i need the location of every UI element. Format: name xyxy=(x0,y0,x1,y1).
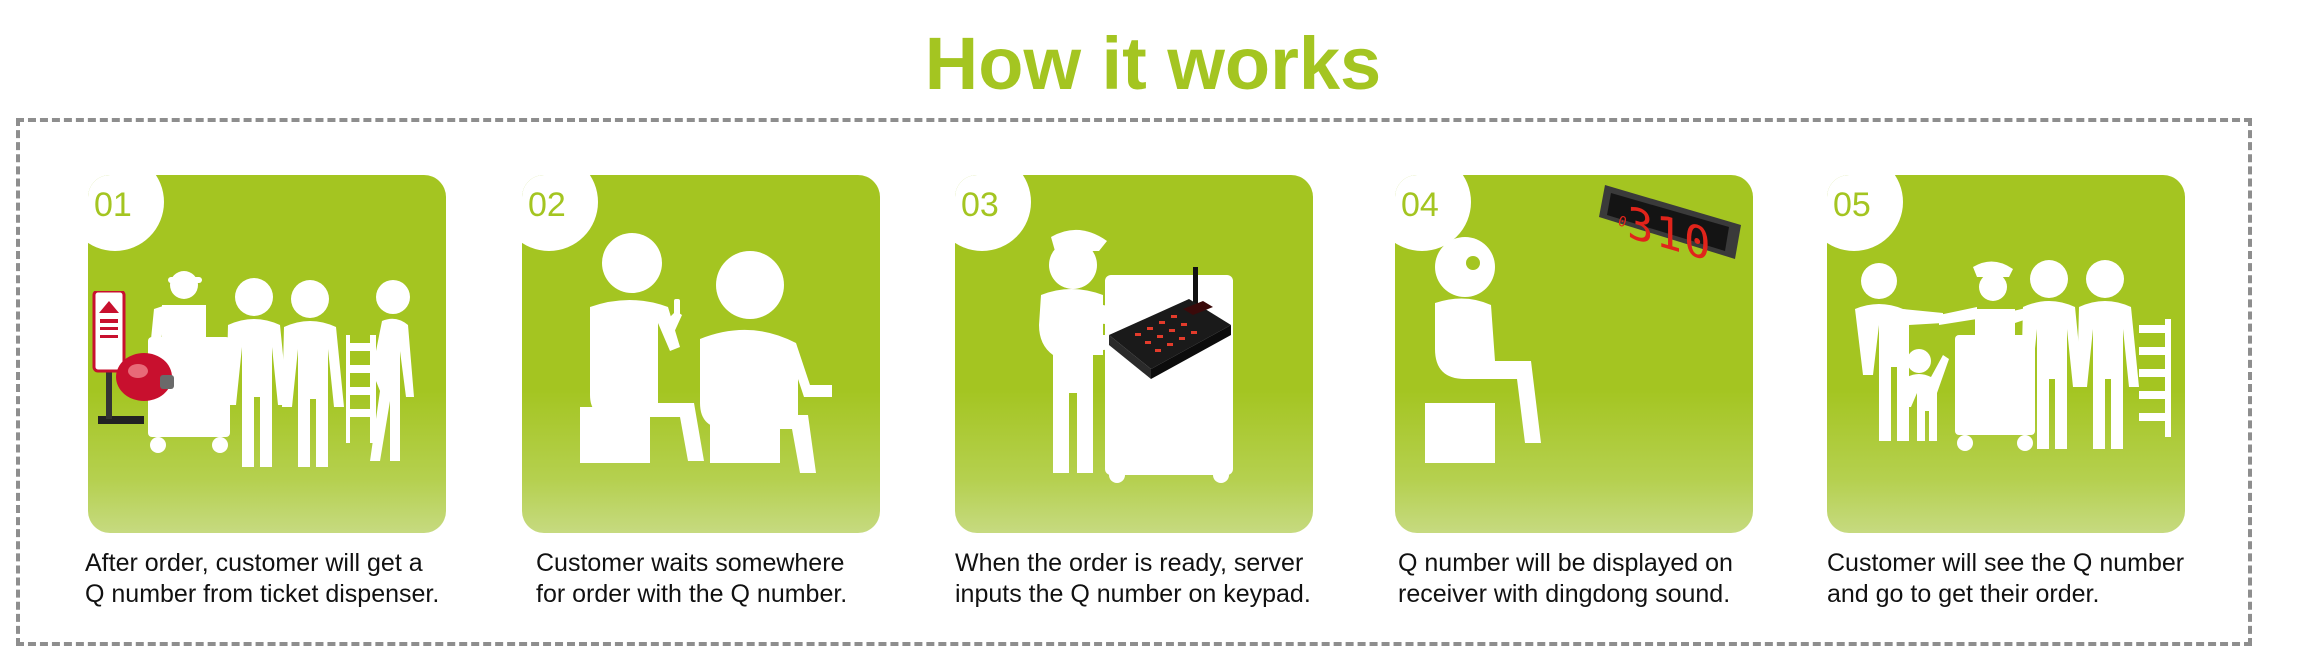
step-number: 02 xyxy=(528,186,566,224)
step-caption-01: After order, customer will get a Q numbe… xyxy=(85,549,440,608)
pickup-people-icon xyxy=(1855,260,2171,451)
seated-person-icon xyxy=(1425,237,1541,463)
step-card-03: 03 xyxy=(955,175,1313,533)
step-number: 01 xyxy=(94,186,132,224)
queue-people-icon xyxy=(148,271,414,467)
display-receiver-icon: 0 310 xyxy=(1595,181,1745,273)
step-number: 05 xyxy=(1833,186,1871,224)
step-number: 04 xyxy=(1401,186,1439,224)
dashed-frame xyxy=(16,118,2252,646)
step-caption-02: Customer waits somewhere for order with … xyxy=(536,549,848,608)
keypad-transmitter-icon xyxy=(1109,267,1231,379)
step-number: 03 xyxy=(961,186,999,224)
step-caption-04: Q number will be displayed on receiver w… xyxy=(1398,549,1733,608)
page-title: How it works xyxy=(924,22,1382,105)
step-card-02: 02 xyxy=(522,175,880,533)
ticket-dispenser-icon xyxy=(92,291,174,424)
step-card-01: 01 xyxy=(88,175,446,533)
step-card-05: 05 xyxy=(1827,175,2185,533)
step-card-04: 0 310 04 xyxy=(1395,175,1753,533)
step-caption-03: When the order is ready, server inputs t… xyxy=(955,549,1311,608)
step-caption-05: Customer will see the Q number and go to… xyxy=(1827,549,2185,608)
seated-people-icon xyxy=(580,233,832,473)
